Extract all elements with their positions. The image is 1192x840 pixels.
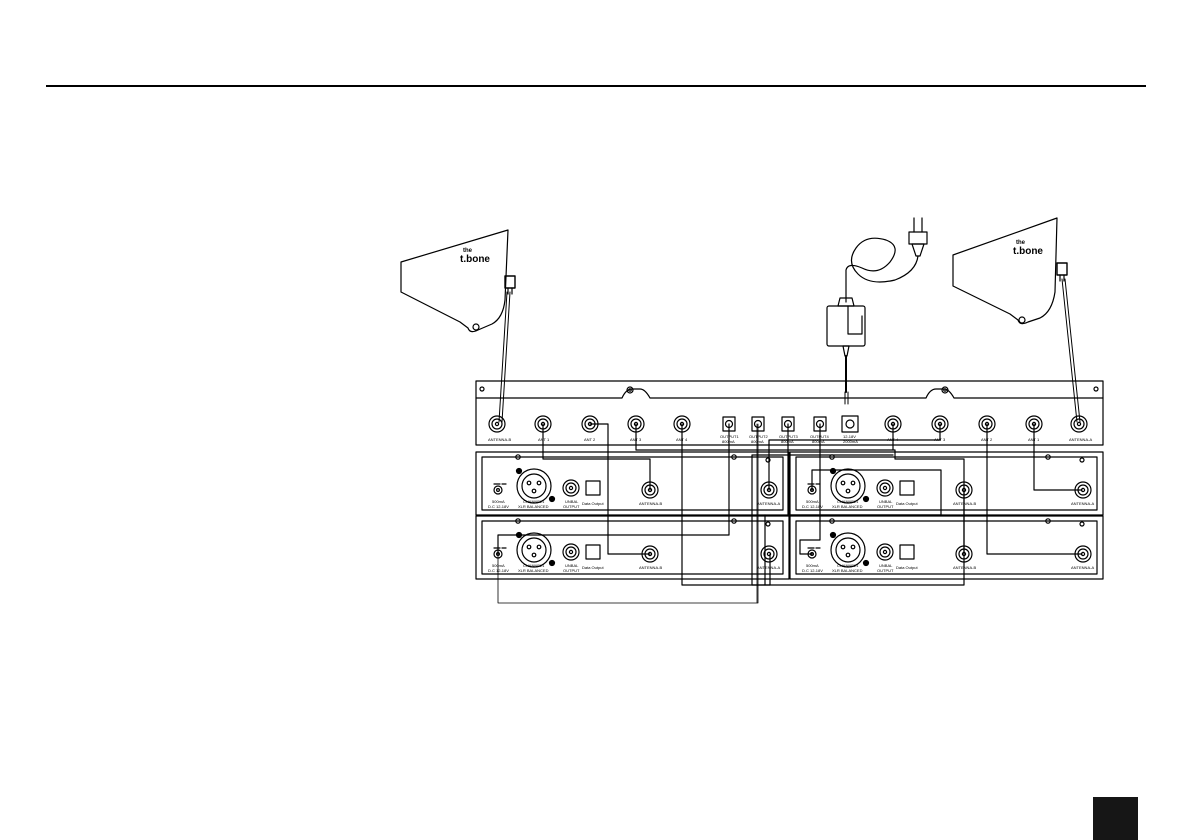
receiver-2-data-port	[899, 480, 915, 496]
receiver-2-unbal-label: UNBAL	[879, 499, 893, 504]
splitter-labels: ANTENNA-B ANT 1 ANT 2 ANT 3 ANT 4 OUTPUT…	[488, 434, 1092, 444]
receiver-3-unbal-label: UNBAL	[565, 563, 579, 568]
receiver-unit-4	[789, 515, 1104, 580]
receiver-3-xlr-connector	[515, 531, 556, 568]
receiver-3-dc-current-label: 500mA	[492, 563, 505, 568]
receiver-3-dc-voltage-label: D.C 12-18V	[488, 568, 509, 573]
receiver-4-data-output-label: Data Output	[896, 565, 918, 570]
splitter-right-label-3: ANT 1	[1028, 437, 1040, 442]
power-adapter-icon	[826, 297, 866, 405]
receiver-1-xlr-connector	[515, 467, 556, 504]
receiver-1-xlr-channel-label: CHANNEL1	[523, 499, 545, 504]
receiver-2-antenna-a-label: ANTENNA-A	[1071, 501, 1094, 506]
connection-cables	[497, 278, 1083, 604]
right-paddle-antenna	[952, 217, 1068, 325]
receiver-2-dc-current-label: 500mA	[806, 499, 819, 504]
receiver-3-output-label: OUTPUT	[563, 568, 580, 573]
receiver-2-antenna-b-label: ANTENNA-B	[953, 501, 976, 506]
splitter-output-2-current: 800mA	[751, 439, 764, 444]
receiver-4-dc-voltage-label: D.C 12-18V	[802, 568, 823, 573]
header-rule	[46, 85, 1146, 87]
receiver-3-antenna-a-port	[760, 545, 778, 563]
receiver-1-xlr-type-label: XLR BALANCED	[518, 504, 549, 509]
right-antenna-logo-top: the	[1016, 240, 1026, 246]
power-plug-icon	[845, 217, 928, 303]
receiver-1-unbal-jack	[562, 479, 580, 497]
receiver-4-antenna-b-label: ANTENNA-B	[953, 565, 976, 570]
splitter-right-label-4: ANTENNA-A	[1069, 437, 1092, 442]
splitter-left-label-0: ANTENNA-B	[488, 437, 511, 442]
left-paddle-antenna	[400, 229, 516, 333]
splitter-right-label-0: ANT 4	[887, 437, 899, 442]
splitter-left-label-3: ANT 3	[630, 437, 642, 442]
left-antenna-logo-bottom: t.bone	[460, 254, 490, 265]
receiver-2-unbal-jack	[876, 479, 894, 497]
receiver-3-unbal-jack	[562, 543, 580, 561]
splitter-output-1-label: OUTPUT1	[720, 434, 739, 439]
splitter-left-label-2: ANT 2	[584, 437, 596, 442]
receiver-1-dc-current-label: 500mA	[492, 499, 505, 504]
receiver-unit-3	[475, 515, 790, 580]
receiver-4-xlr-channel-label: CHANNEL1	[837, 563, 859, 568]
page-number-box	[1093, 797, 1138, 840]
splitter-left-label-1: ANT 1	[538, 437, 550, 442]
receiver-3-antenna-a-label: ANTENNA-A	[757, 565, 780, 570]
receiver-2-xlr-connector	[829, 467, 870, 504]
antenna-splitter-unit	[475, 380, 1104, 446]
receiver-4-data-port	[899, 544, 915, 560]
splitter-output-4-label: OUTPUT4	[810, 434, 829, 439]
receiver-4-unbal-label: UNBAL	[879, 563, 893, 568]
receiver-1-dc-voltage-label: D.C 12-18V	[488, 504, 509, 509]
receiver-unit-2	[789, 451, 1104, 516]
receiver-1-unbal-label: UNBAL	[565, 499, 579, 504]
receiver-1-data-port	[585, 480, 601, 496]
splitter-output-1-current: 800mA	[722, 439, 735, 444]
splitter-right-port-4	[1070, 415, 1088, 433]
receiver-4-unbal-jack	[876, 543, 894, 561]
receiver-1-antenna-a-label: ANTENNA-A	[757, 501, 780, 506]
left-antenna-logo-top: the	[463, 248, 473, 254]
splitter-output-4-current: 800mA	[812, 439, 825, 444]
splitter-left-label-4: ANT 4	[676, 437, 688, 442]
receiver-1-antenna-b-label: ANTENNA-B	[639, 501, 662, 506]
receiver-4-antenna-a-label: ANTENNA-A	[1071, 565, 1094, 570]
receiver-1-output-label: OUTPUT	[563, 504, 580, 509]
receiver-2-xlr-type-label: XLR BALANCED	[832, 504, 863, 509]
splitter-left-port-0	[488, 415, 506, 433]
receiver-2-xlr-channel-label: CHANNEL1	[837, 499, 859, 504]
receiver-3-xlr-type-label: XLR BALANCED	[518, 568, 549, 573]
receiver-2-output-label: OUTPUT	[877, 504, 894, 509]
receiver-4-xlr-type-label: XLR BALANCED	[832, 568, 863, 573]
splitter-output-3-label: OUTPUT3	[779, 434, 798, 439]
splitter-output-2-label: OUTPUT2	[749, 434, 768, 439]
receiver-3-antenna-b-label: ANTENNA-B	[639, 565, 662, 570]
receiver-2-dc-voltage-label: D.C 12-18V	[802, 504, 823, 509]
receiver-3-data-port	[585, 544, 601, 560]
right-antenna-logo-bottom: t.bone	[1013, 246, 1043, 257]
splitter-dc-in-voltage: 12-18V	[843, 434, 856, 439]
receiver-units	[475, 451, 1104, 580]
receiver-4-dc-current-label: 500mA	[806, 563, 819, 568]
receiver-4-output-label: OUTPUT	[877, 568, 894, 573]
splitter-right-label-1: ANT 3	[934, 437, 946, 442]
receiver-3-xlr-channel-label: CHANNEL1	[523, 563, 545, 568]
receiver-2-data-output-label: Data Output	[896, 501, 918, 506]
receiver-unit-1	[475, 451, 790, 516]
splitter-dc-in-port	[841, 415, 859, 433]
splitter-dc-in-current: 2000mA	[843, 439, 858, 444]
splitter-output-3-current: 800mA	[781, 439, 794, 444]
splitter-right-label-2: ANT 2	[981, 437, 993, 442]
receiver-1-data-output-label: Data Output	[582, 501, 604, 506]
receiver-3-data-output-label: Data Output	[582, 565, 604, 570]
receiver-4-xlr-connector	[829, 531, 870, 568]
